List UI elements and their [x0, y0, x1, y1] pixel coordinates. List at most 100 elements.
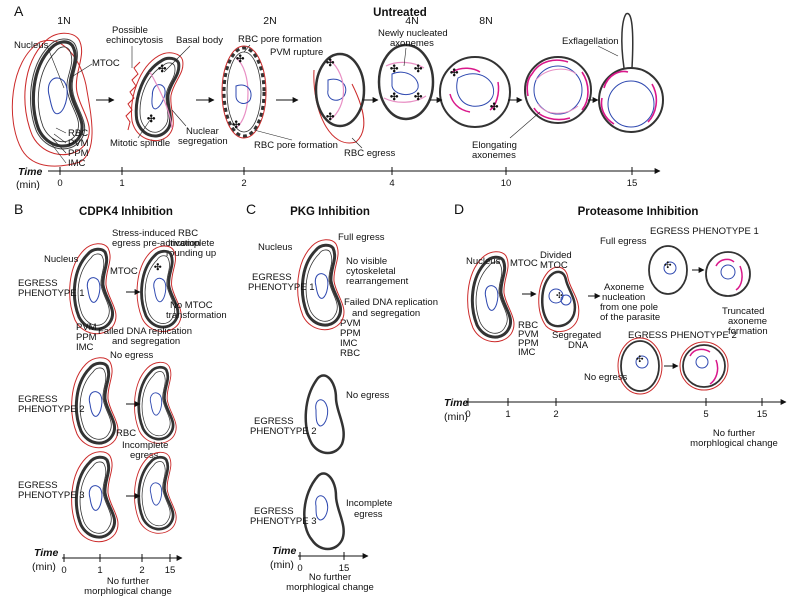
label-no-visible: cytoskeletal [346, 266, 396, 277]
ploidy-label: 2N [263, 15, 276, 27]
label-echinocytosis: Possible [112, 25, 148, 36]
label-no-further: morphlogical change [286, 582, 374, 593]
label-mtoc: MTOC [510, 258, 538, 269]
label-axoneme-nucleation: from one pole [600, 302, 658, 313]
label-no-further: No further [713, 428, 755, 439]
label-nuclear-segregation: segregation [178, 136, 228, 147]
c-phenotype3 [303, 472, 345, 551]
label-incomplete-egress: Incomplete [122, 440, 168, 451]
time-label: Time [444, 397, 468, 409]
tick-label: 5 [703, 409, 708, 420]
phenotype-label: EGRESS [18, 278, 58, 289]
label-ppm: PPM [518, 338, 539, 349]
label-elongating-axonemes: Elongating [472, 140, 517, 151]
label-pvm: PVM [518, 329, 539, 340]
label-nuclear-segregation: Nuclear [186, 126, 219, 137]
label-rbc-egress: RBC egress [344, 148, 395, 159]
panel-letter: A [14, 3, 24, 19]
stage-elongating: ✣ ✣ [439, 56, 511, 128]
tick-label: 2 [241, 178, 246, 189]
label-incomplete-egress: egress [354, 509, 383, 520]
phenotype-label: EGRESS [18, 480, 58, 491]
tick-label: 2 [139, 565, 144, 576]
phenotype-label: EGRESS [252, 272, 292, 283]
b-phenotype2-before [70, 356, 120, 450]
label-new-axonemes: axonemes [390, 38, 434, 49]
panel-title: Proteasome Inhibition [578, 206, 699, 218]
d-phenotype2-cell-a: ✣ [617, 337, 663, 395]
panel-c: C PKG Inhibition Nucleus Full egress No … [246, 201, 438, 593]
label-divided-mtoc: Divided [540, 250, 572, 261]
label-imc: IMC [518, 347, 536, 358]
label-pvm: PVM [76, 322, 97, 333]
label-segregated-dna: Segregated [552, 330, 601, 341]
label-no-egress: No egress [110, 350, 154, 361]
label-imc: IMC [68, 158, 86, 169]
phenotype-label: PHENOTYPE 2 [250, 426, 317, 437]
label-echinocytosis: echinocytosis [106, 35, 163, 46]
panel-letter: C [246, 201, 256, 217]
min-label: (min) [270, 559, 294, 571]
phenotype-label: EGRESS [254, 416, 294, 427]
label-ppm: PPM [68, 148, 89, 159]
b-phenotype1-after: ✣ [135, 244, 183, 333]
tick-label: 0 [297, 563, 302, 574]
svg-text:✣: ✣ [636, 354, 644, 364]
label-mitotic-spindle: Mitotic spindle [110, 138, 170, 149]
panel-d: D Proteasome Inhibition EGRESS PHENOTYPE… [444, 201, 787, 449]
label-elongating-axonemes: axonemes [472, 150, 516, 161]
tick-label: 0 [57, 178, 62, 189]
label-new-axonemes: Newly nucleated [378, 28, 448, 39]
d-divided: ✣ [538, 266, 580, 333]
stage-new-axonemes: ✣ ✣ ✣ ✣ [377, 43, 435, 121]
tick-label: 1 [119, 178, 124, 189]
label-no-mtoc: No MTOC [170, 300, 213, 311]
phenotype-label: EGRESS PHENOTYPE 2 [628, 330, 737, 341]
panel-letter: B [14, 201, 23, 217]
time-label: Time [18, 166, 42, 178]
ploidy-label: 8N [479, 15, 492, 27]
label-stress-induced: egress pre-activation [112, 238, 200, 249]
ploidy-label: 1N [57, 15, 70, 27]
label-basal-body: Basal body [176, 35, 223, 46]
panel-title: PKG Inhibition [290, 206, 370, 218]
label-truncated: formation [728, 326, 768, 337]
stage-pvm-rupture: ✣ ✣ [221, 45, 267, 139]
label-incomplete-rounding: rounding up [166, 248, 216, 259]
label-full-egress: Full egress [338, 232, 385, 243]
min-label: (min) [32, 561, 56, 573]
tick-label: 1 [97, 565, 102, 576]
label-rbc: RBC [68, 128, 88, 139]
svg-text:✣: ✣ [326, 58, 335, 69]
label-stress-induced: Stress-induced RBC [112, 228, 198, 239]
label-no-further: No further [107, 576, 149, 587]
label-pvm: PVM [340, 318, 361, 329]
label-no-visible: No visible [346, 256, 387, 267]
label-exflagellation: Exflagellation [562, 36, 619, 47]
label-failed-dna: and segregation [352, 308, 420, 319]
tick-label: 0 [61, 565, 66, 576]
min-label: (min) [16, 179, 40, 191]
label-imc: IMC [76, 342, 94, 353]
svg-text:✣: ✣ [390, 92, 399, 103]
label-axoneme-nucleation: Axoneme [604, 282, 644, 293]
panel-b: B CDPK4 Inhibition Stress-induced RBC eg… [14, 201, 227, 597]
phenotype-label: EGRESS [254, 506, 294, 517]
svg-text:✣: ✣ [232, 120, 241, 131]
stage-1n-gametocyte [11, 31, 93, 167]
label-ppm: PPM [76, 332, 97, 343]
phenotype-label: EGRESS [18, 394, 58, 405]
stage-exflagellation [598, 12, 664, 133]
label-divided-mtoc: MTOC [540, 260, 568, 271]
label-mtoc: MTOC [110, 266, 138, 277]
tick-label: 1 [505, 409, 510, 420]
label-segregated-dna: DNA [568, 340, 589, 351]
d-phenotype1-cell-a: ✣ [648, 245, 688, 295]
d-phenotype1-cell-b [705, 251, 751, 297]
label-nucleus: Nucleus [258, 242, 293, 253]
phenotype-label: EGRESS PHENOTYPE 1 [650, 226, 759, 237]
time-label: Time [34, 547, 58, 559]
